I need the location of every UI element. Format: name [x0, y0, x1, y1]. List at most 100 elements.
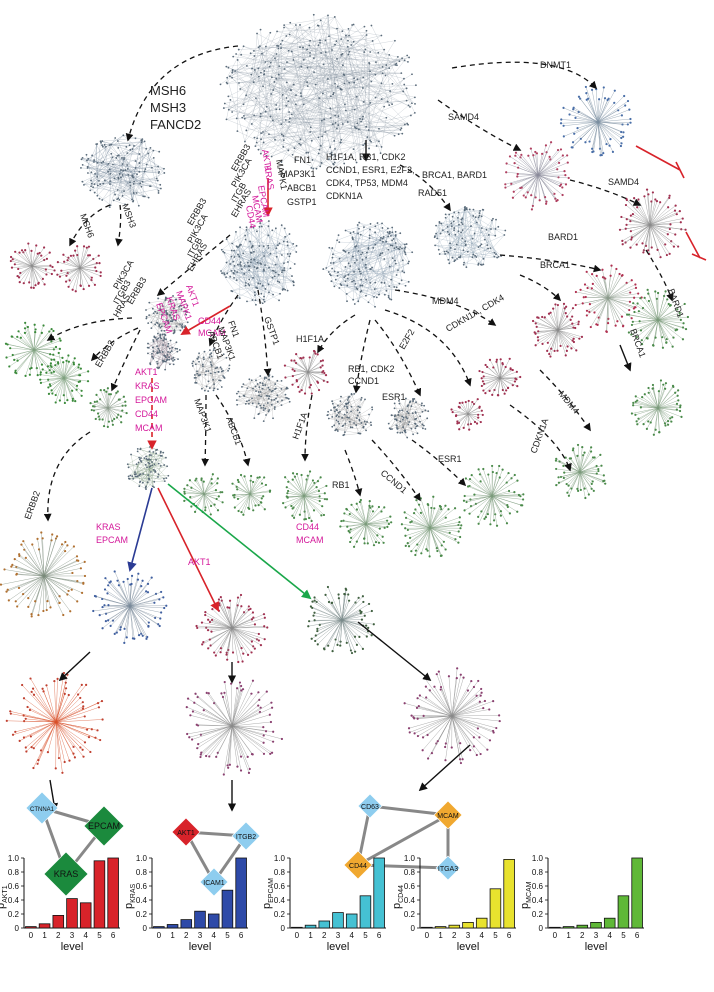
label-cd44-mid: CD44: [198, 316, 221, 326]
node-cd44-label: CD44: [349, 863, 367, 870]
link-samd4-b: [569, 179, 642, 206]
y-tick-label: 0.6: [8, 882, 20, 891]
cluster-akt1: [146, 333, 181, 371]
bar: [318, 920, 331, 929]
y-tick-label: 0.4: [136, 896, 148, 905]
x-tick-label: 0: [29, 931, 34, 940]
cluster-erbb: [220, 218, 298, 306]
label-epcam-low: EPCAM: [135, 395, 167, 405]
cluster-dnmt1: [559, 85, 632, 157]
x-tick-label: 1: [308, 931, 313, 940]
label-mcam-branch: MCAM: [296, 535, 324, 545]
cluster-kras-b: [5, 671, 104, 774]
y-tick-label: 0.8: [404, 868, 416, 877]
node-ctnna1-label: CTNNA1: [30, 807, 55, 813]
network-hubs: [0, 13, 689, 776]
y-tick-label: 0.2: [404, 910, 416, 919]
label-h1f1a-a: H1F1A: [296, 334, 324, 344]
cluster-mdm4: [531, 302, 584, 358]
bar: [603, 917, 616, 929]
label-cd44-branch: CD44: [296, 522, 319, 532]
label-erbb2-a: ERBB2: [93, 338, 116, 369]
label-brca1-b: BRCA1: [628, 327, 648, 359]
link-red-mid: [180, 305, 231, 335]
label-akt1-top: AKT1: [260, 149, 274, 173]
node-ctnna1: CTNNA1: [25, 791, 59, 825]
bar: [207, 913, 220, 929]
x-tick-label: 5: [493, 931, 498, 940]
x-tick-label: 5: [363, 931, 368, 940]
y-tick-label: 0.8: [532, 868, 544, 877]
y-tick-label: 0: [411, 924, 416, 933]
link-green: [167, 483, 312, 600]
link-pik3ca: [46, 317, 133, 341]
cluster-left: [4, 321, 64, 377]
x-tick-label: 1: [438, 931, 443, 940]
cluster-fn1: [191, 347, 231, 393]
x-tick-label: 1: [170, 931, 175, 940]
label-brca1: BRCA1: [540, 260, 570, 270]
node-kras: KRAS: [43, 851, 89, 897]
link-erbb2-b: [43, 431, 91, 522]
y-tick-label: 0.8: [136, 868, 148, 877]
cluster-brca1: [433, 205, 507, 269]
bar-charts: 00.20.40.60.81.00123456levelpAKT100.20.4…: [0, 854, 644, 953]
bar: [359, 895, 372, 929]
x-tick-label: 2: [184, 931, 189, 940]
node-itgb2: ITGB2: [231, 821, 261, 851]
link-abcb1: [215, 394, 251, 467]
bar: [194, 910, 206, 929]
y-tick-label: 0.8: [8, 868, 20, 877]
y-tick-label: 0.6: [532, 882, 544, 891]
cluster-akt1-b: [195, 593, 269, 664]
bar: [448, 924, 461, 929]
link-dnmt1: [451, 61, 598, 90]
node-epcam: EPCAM: [83, 805, 125, 847]
label-cdk4-group: CDK4, TP53, MDM4: [326, 178, 408, 188]
cluster-abcb1: [231, 473, 272, 516]
x-tick-label: 6: [239, 931, 244, 940]
label-h1f1a-group: H1F1A, RB1, CDK2: [326, 152, 406, 162]
bar: [221, 889, 234, 929]
label-gstp1-top: GSTP1: [287, 197, 317, 207]
label-samd4-b: SAMD4: [608, 177, 639, 187]
cluster-erbb2: [89, 387, 128, 428]
cluster-samd4: [504, 141, 570, 211]
link-brca1-b: [519, 274, 562, 302]
node-icam1-label: ICAM1: [203, 880, 225, 887]
link-brca1-solid: [619, 344, 632, 372]
label-mdm4-b: MDM4: [556, 389, 581, 416]
colored-links: [127, 178, 312, 612]
link-cdkn1a-b: [509, 404, 572, 472]
cluster-main: [219, 13, 417, 170]
top-gene-list: MSH6 MSH3 FANCD2: [150, 83, 201, 132]
bar: [180, 919, 193, 929]
x-tick-label: 1: [42, 931, 47, 940]
bar: [107, 857, 119, 929]
y-tick-label: 0: [15, 924, 20, 933]
top-gene-1: MSH6: [150, 83, 186, 98]
cluster-h1f1a: [322, 221, 414, 308]
y-tick-label: 1.0: [274, 854, 286, 863]
label-mcam-top: MCAM: [250, 195, 265, 224]
label-rad51: RAD51: [418, 188, 447, 198]
cluster-hub: [126, 446, 170, 491]
link-erbb: [156, 234, 231, 296]
bar: [489, 888, 502, 929]
cluster-rb1-b: [339, 498, 393, 548]
label-map3k1-top: MAP3K1: [280, 169, 316, 179]
label-cdkn1a-top: CDKN1A: [326, 191, 363, 201]
label-kras-top: KRAS: [262, 165, 276, 191]
x-tick-label: 5: [225, 931, 230, 940]
x-axis-label: level: [327, 941, 350, 953]
y-tick-label: 0.8: [274, 868, 286, 877]
bar: [562, 926, 575, 929]
label-fn1-top: FN1: [294, 155, 311, 165]
cluster-e2f2: [478, 357, 522, 397]
node-itga3: ITGA3: [435, 855, 461, 881]
label-epcam-branch: EPCAM: [96, 535, 128, 545]
bar-chart-akt1: 00.20.40.60.81.00123456levelpAKT1: [0, 854, 120, 953]
bar: [475, 917, 488, 929]
